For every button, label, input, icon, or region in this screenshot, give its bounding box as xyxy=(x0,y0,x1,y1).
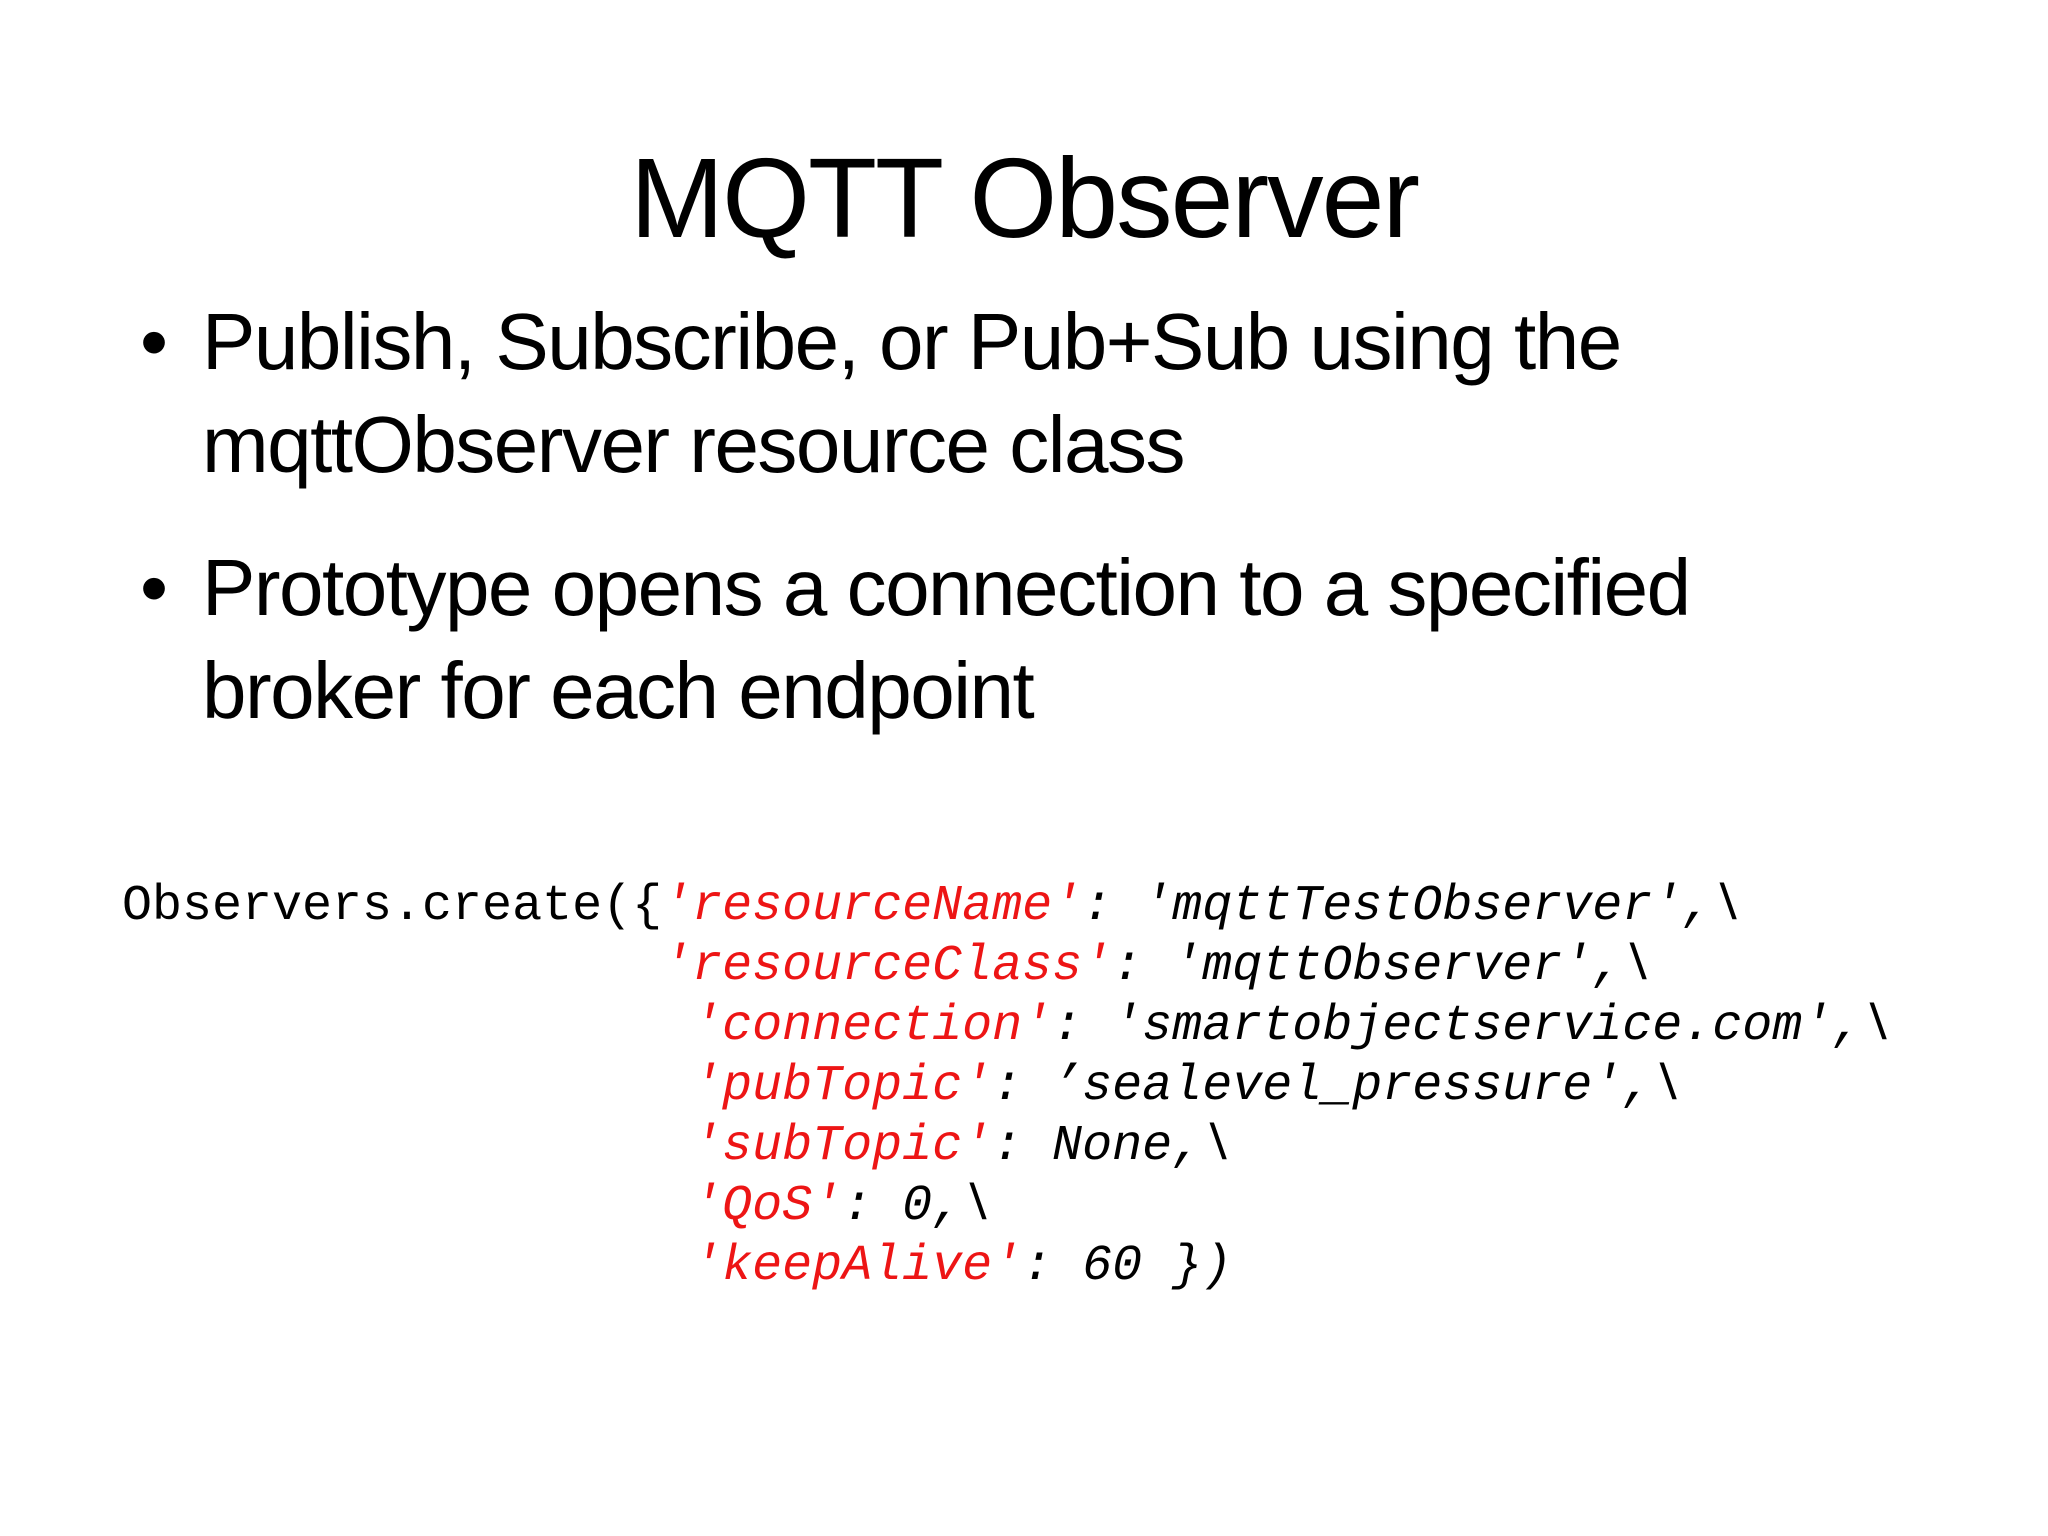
bullet-text-line: Prototype opens a connection to a specif… xyxy=(202,543,1691,632)
code-segment: 'resourceName' xyxy=(662,878,1083,935)
code-segment: : None,\ xyxy=(992,1118,1233,1175)
bullet-icon: • xyxy=(140,543,169,632)
code-line: 'keepAlive': 60 }) xyxy=(122,1238,1232,1295)
code-segment: : 'smartobjectservice.com',\ xyxy=(1052,998,1893,1055)
code-segment: 'subTopic' xyxy=(692,1118,993,1175)
code-segment: Observers.create({ xyxy=(122,878,663,935)
bullet-text-line: Publish, Subscribe, or Pub+Sub using the xyxy=(202,297,1622,386)
page-title: MQTT Observer xyxy=(629,135,1420,261)
bullet-list: • Publish, Subscribe, or Pub+Sub using t… xyxy=(140,290,1940,742)
code-line: 'connection': 'smartobjectservice.com',\ xyxy=(122,998,1892,1055)
code-segment: 'QoS' xyxy=(692,1178,843,1235)
code-segment: 'pubTopic' xyxy=(692,1058,993,1115)
code-segment: : 'mqttTestObserver',\ xyxy=(1082,878,1743,935)
list-item: • Prototype opens a connection to a spec… xyxy=(140,536,1940,742)
code-segment: : 60 }) xyxy=(1022,1238,1233,1295)
code-segment: 'keepAlive' xyxy=(692,1238,1023,1295)
code-line: 'QoS': 0,\ xyxy=(122,1178,992,1235)
code-line: 'resourceClass': 'mqttObserver',\ xyxy=(122,938,1652,995)
bullet-text-line: mqttObserver resource class xyxy=(202,400,1186,489)
code-segment: : 0,\ xyxy=(842,1178,993,1235)
code-segment xyxy=(122,998,692,1055)
code-line: 'pubTopic': ’sealevel_pressure',\ xyxy=(122,1058,1682,1115)
code-block: Observers.create({'resourceName': 'mqttT… xyxy=(122,877,1892,1297)
code-segment xyxy=(122,1178,692,1235)
code-segment: 'connection' xyxy=(692,998,1053,1055)
code-segment xyxy=(122,1058,692,1115)
code-segment xyxy=(122,938,662,995)
list-item: • Publish, Subscribe, or Pub+Sub using t… xyxy=(140,290,1940,496)
code-segment: : 'mqttObserver',\ xyxy=(1112,938,1653,995)
code-line: 'subTopic': None,\ xyxy=(122,1118,1232,1175)
bullet-text-line: broker for each endpoint xyxy=(202,646,1035,735)
code-segment: 'resourceClass' xyxy=(662,938,1113,995)
code-segment xyxy=(122,1118,692,1175)
bullet-icon: • xyxy=(140,297,169,386)
code-segment xyxy=(122,1238,692,1295)
code-segment: : ’sealevel_pressure',\ xyxy=(992,1058,1683,1115)
code-line: Observers.create({'resourceName': 'mqttT… xyxy=(122,878,1742,935)
